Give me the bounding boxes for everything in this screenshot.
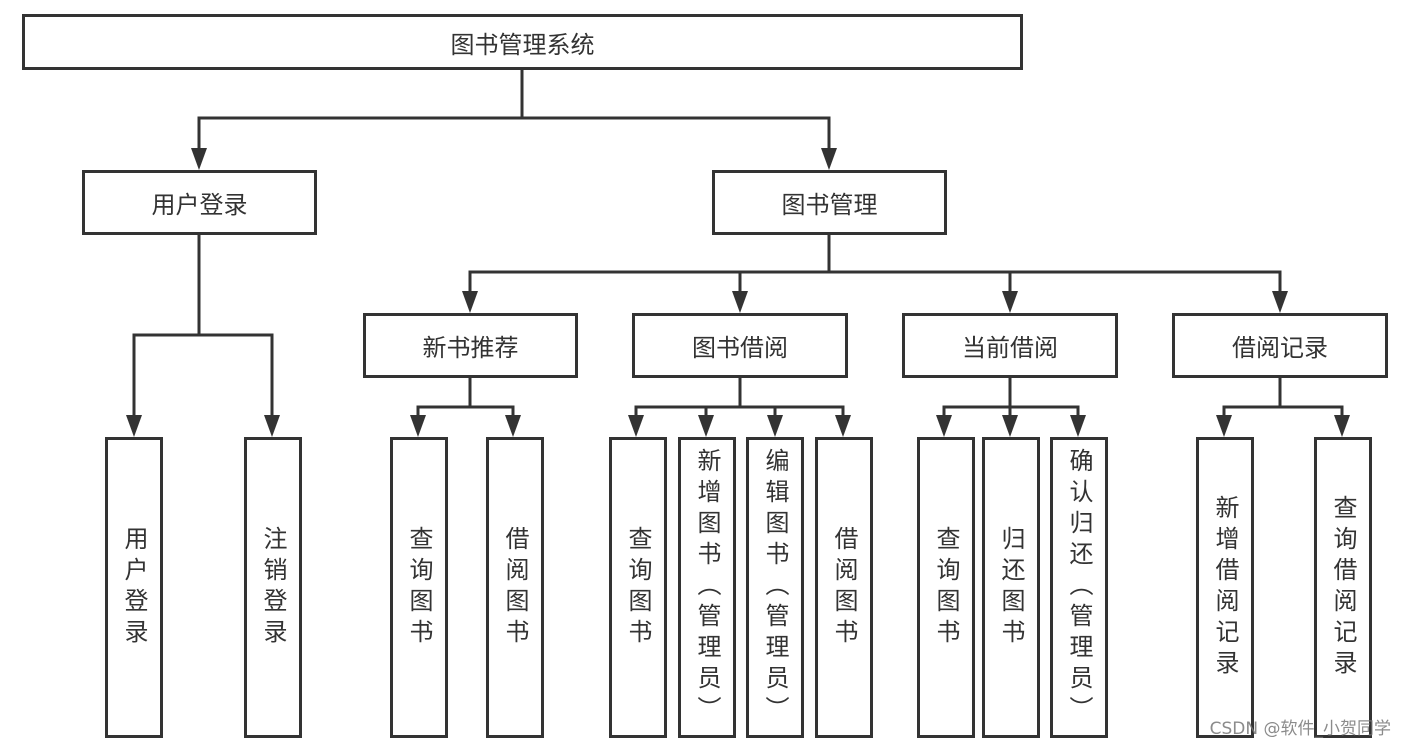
arrow-head-icon: [264, 415, 280, 437]
node-user-login: 用户登录: [82, 170, 317, 235]
leaf-add-book-admin: 新增图书（管理员）: [678, 437, 736, 738]
leaf-query-book: 查询图书: [917, 437, 975, 738]
leaf-query-book: 查询图书: [390, 437, 448, 738]
arrow-head-icon: [821, 148, 837, 170]
arrow-head-icon: [462, 291, 478, 313]
node-current-borrow: 当前借阅: [902, 313, 1118, 378]
arrow-head-icon: [505, 415, 521, 437]
arrow-head-icon: [1334, 415, 1350, 437]
arrow-head-icon: [732, 291, 748, 313]
node-book-management: 图书管理: [712, 170, 947, 235]
watermark: CSDN @软件_小贺同学: [1209, 719, 1391, 739]
leaf-return-book: 归还图书: [982, 437, 1040, 738]
leaf-logout: 注销登录: [244, 437, 302, 738]
leaf-confirm-return-admin: 确认归还（管理员）: [1050, 437, 1108, 738]
node-new-book-recommend: 新书推荐: [363, 313, 578, 378]
arrow-head-icon: [1002, 415, 1018, 437]
leaf-query-book: 查询图书: [609, 437, 667, 738]
arrow-head-icon: [936, 415, 952, 437]
arrow-head-icon: [1002, 291, 1018, 313]
node-borrow-records: 借阅记录: [1172, 313, 1388, 378]
leaf-user-login: 用户登录: [105, 437, 163, 738]
leaf-borrow-book: 借阅图书: [486, 437, 544, 738]
leaf-edit-book-admin: 编辑图书（管理员）: [746, 437, 804, 738]
arrow-head-icon: [1272, 291, 1288, 313]
arrow-head-icon: [126, 415, 142, 437]
node-book-borrow: 图书借阅: [632, 313, 848, 378]
arrow-head-icon: [1216, 415, 1232, 437]
root-node: 图书管理系统: [22, 14, 1023, 70]
arrow-head-icon: [410, 415, 426, 437]
arrow-head-icon: [191, 148, 207, 170]
arrow-head-icon: [835, 415, 851, 437]
arrow-head-icon: [698, 415, 714, 437]
arrow-head-icon: [767, 415, 783, 437]
leaf-query-borrow-record: 查询借阅记录: [1314, 437, 1372, 738]
arrow-head-icon: [628, 415, 644, 437]
leaf-add-borrow-record: 新增借阅记录: [1196, 437, 1254, 738]
arrow-head-icon: [1070, 415, 1086, 437]
leaf-borrow-book: 借阅图书: [815, 437, 873, 738]
